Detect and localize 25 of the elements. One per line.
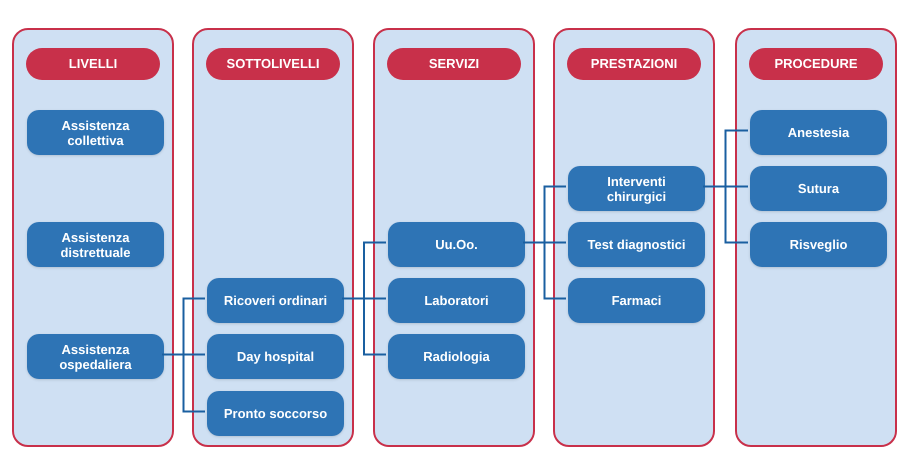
column-header: SOTTOLIVELLI (206, 48, 340, 80)
process-box: Assistenza distrettuale (27, 222, 164, 267)
column-panel (373, 28, 535, 447)
process-box: Laboratori (388, 278, 525, 323)
process-box: Sutura (750, 166, 887, 211)
process-box: Test diagnostici (568, 222, 705, 267)
process-box: Uu.Oo. (388, 222, 525, 267)
process-box: Pronto soccorso (207, 391, 344, 436)
process-box: Farmaci (568, 278, 705, 323)
column-header: PROCEDURE (749, 48, 883, 80)
process-box: Ricoveri ordinari (207, 278, 344, 323)
process-box: Radiologia (388, 334, 525, 379)
column-header: LIVELLI (26, 48, 160, 80)
column-panel (12, 28, 174, 447)
process-box: Interventi chirurgici (568, 166, 705, 211)
process-box: Assistenza ospedaliera (27, 334, 164, 379)
process-box: Assistenza collettiva (27, 110, 164, 155)
column-panel (192, 28, 354, 447)
process-box: Risveglio (750, 222, 887, 267)
column-header: SERVIZI (387, 48, 521, 80)
process-box: Day hospital (207, 334, 344, 379)
column-header: PRESTAZIONI (567, 48, 701, 80)
column-panel (553, 28, 715, 447)
column-panel (735, 28, 897, 447)
process-box: Anestesia (750, 110, 887, 155)
